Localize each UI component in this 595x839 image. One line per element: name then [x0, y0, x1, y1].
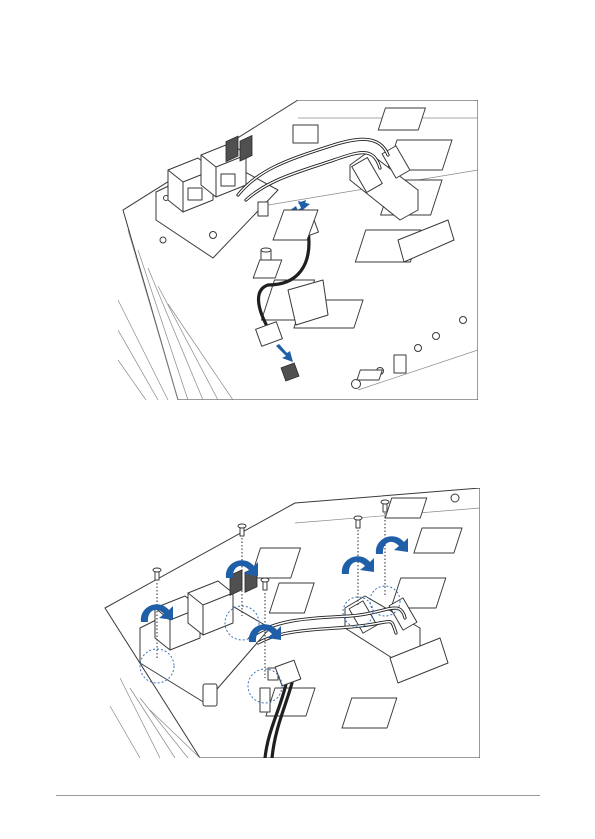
connector-arrow-icon: [276, 344, 293, 362]
board-header-lower: [281, 363, 299, 381]
screw-installation-diagram: [100, 488, 480, 758]
cable-connector-lower: [256, 322, 283, 346]
rotate-clockwise-icon: [376, 536, 408, 554]
footer-divider: [56, 795, 540, 796]
screw-icon: [354, 516, 362, 528]
screw-icon: [261, 578, 269, 590]
cable-connection-diagram: [118, 100, 478, 400]
